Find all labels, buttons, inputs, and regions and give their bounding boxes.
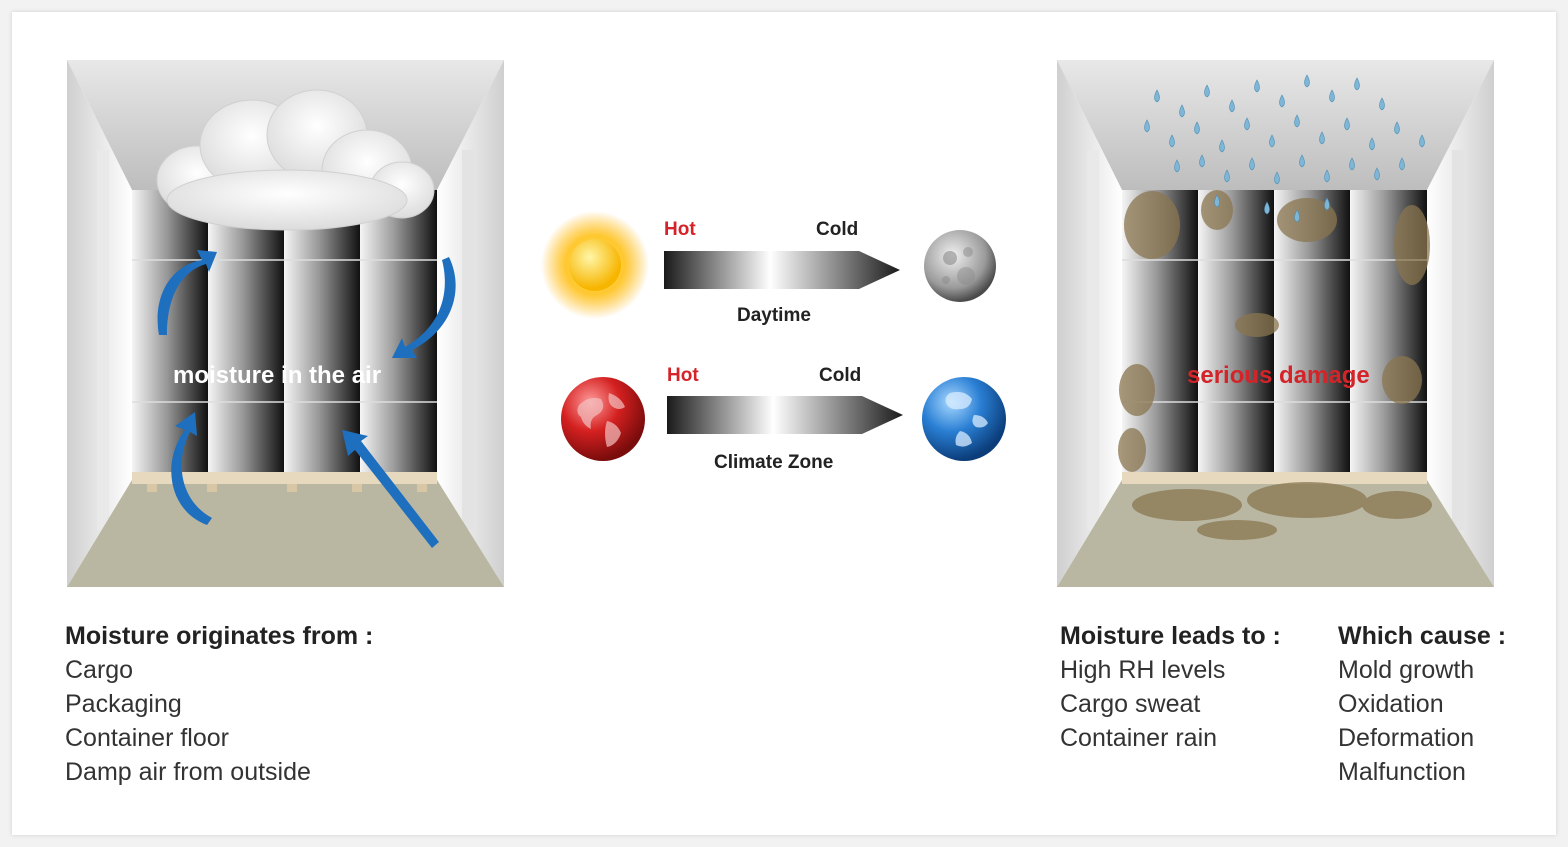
left-overlay-label: moisture in the air [173, 362, 382, 389]
sources-list: Moisture originates from : Cargo Packagi… [65, 619, 373, 789]
list-item: Container rain [1060, 724, 1218, 752]
causes-list: Which cause : Mold growth Oxidation Defo… [1338, 619, 1506, 789]
daytime-caption: Daytime [737, 305, 811, 326]
left-container-illustration [67, 60, 504, 587]
blue-globe-icon [922, 377, 1006, 461]
right-overlay-label: serious damage [1187, 362, 1370, 389]
airflow-arrows-icon [157, 250, 456, 548]
list-item: Damp air from outside [65, 758, 311, 786]
climate-caption: Climate Zone [714, 452, 834, 473]
climate-gradient-arrow [667, 396, 903, 434]
red-globe-icon [561, 377, 645, 461]
right-container-illustration [1057, 60, 1494, 587]
sources-heading: Moisture originates from : [65, 622, 374, 650]
sun-icon [541, 211, 649, 319]
leads-heading: Moisture leads to : [1060, 622, 1281, 650]
moon-icon [924, 230, 996, 302]
list-item: Packaging [65, 690, 182, 718]
list-item: Container floor [65, 724, 229, 752]
list-item: Mold growth [1338, 656, 1475, 684]
list-item: Oxidation [1338, 690, 1444, 718]
climate-hot-label: Hot [667, 365, 699, 386]
list-item: Cargo [65, 656, 134, 684]
list-item: High RH levels [1060, 656, 1226, 684]
cloud-icon [156, 89, 435, 231]
daytime-cold-label: Cold [816, 219, 859, 240]
list-item: Deformation [1338, 724, 1475, 752]
list-item: Cargo sweat [1060, 690, 1201, 718]
mold-stain-icon [1118, 190, 1432, 540]
causes-heading: Which cause : [1338, 622, 1507, 650]
leads-list: Moisture leads to : High RH levels Cargo… [1060, 619, 1281, 755]
daytime-hot-label: Hot [664, 219, 696, 240]
list-item: Malfunction [1338, 758, 1466, 786]
water-drops-icon [1144, 74, 1425, 223]
daytime-gradient-arrow [664, 251, 900, 289]
climate-cold-label: Cold [819, 365, 862, 386]
